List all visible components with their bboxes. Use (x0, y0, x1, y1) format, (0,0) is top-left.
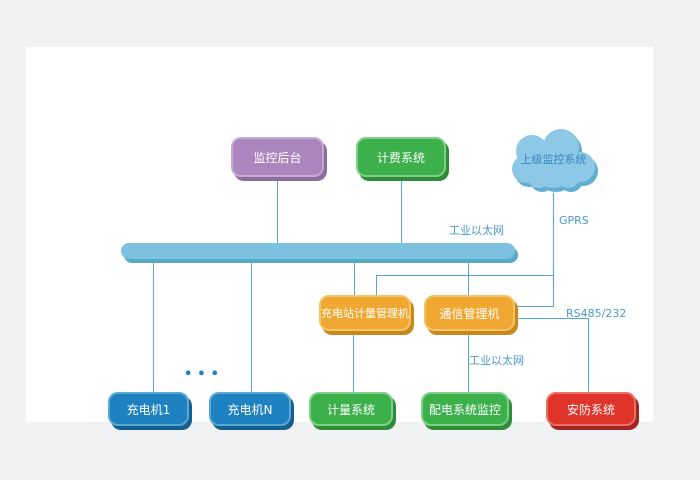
edge-bus-to-comm (468, 259, 469, 295)
node-metering-system: 计量系统 (309, 392, 393, 426)
chargers-ellipsis: ••• (184, 367, 224, 382)
ethernet-mid-label: 工业以太网 (469, 354, 524, 367)
edge-csmm-to-metering (353, 332, 354, 392)
diagram-panel: 工业以太网 GPRS RS485/232 工业以太网 ••• (26, 47, 653, 426)
node-charger-1: 充电机1 (108, 392, 189, 426)
node-distribution-monitoring: 配电系统监控 (421, 392, 509, 426)
edge-bus-to-charger1 (153, 259, 154, 392)
node-label: 安防系统 (566, 402, 615, 417)
node-label: 充电机1 (126, 402, 171, 417)
edge-cloud-gprs (553, 193, 554, 307)
edge-bus-to-csmm (354, 259, 355, 295)
gprs-label: GPRS (559, 214, 589, 227)
edge-backend-to-bus (277, 179, 278, 243)
edge-gprs-branch-v (376, 275, 377, 295)
edge-rs485-to-security (588, 318, 589, 392)
node-label: 充电站计量管理机 (321, 307, 409, 320)
industrial-ethernet-bus (121, 243, 515, 259)
edge-billing-to-bus (401, 179, 402, 243)
node-label: 计费系统 (376, 150, 425, 165)
edge-comm-to-gprs (515, 306, 554, 307)
rs485-label: RS485/232 (566, 307, 627, 320)
node-charging-station-metering-manager: 充电站计量管理机 (319, 295, 411, 331)
cloud-icon (512, 129, 598, 192)
node-label: 计量系统 (326, 402, 375, 417)
node-monitoring-backend: 监控后台 (231, 137, 324, 177)
node-charger-n: 充电机N (209, 392, 291, 426)
bus-label: 工业以太网 (449, 224, 504, 237)
upper-monitoring-cloud: 上级监控系统 (506, 121, 601, 197)
node-security-system: 安防系统 (546, 392, 636, 426)
node-label: 配电系统监控 (428, 402, 501, 417)
cloud-node-label: 上级监控系统 (520, 153, 587, 166)
node-label: 通信管理机 (439, 306, 500, 321)
node-billing-system: 计费系统 (356, 137, 446, 177)
edge-comm-to-distrib (468, 332, 469, 392)
node-communication-manager: 通信管理机 (424, 295, 515, 331)
edge-comm-rs485-h (515, 318, 589, 319)
node-label: 监控后台 (253, 150, 302, 165)
edge-gprs-branch-h (376, 275, 554, 276)
node-label: 充电机N (227, 402, 273, 417)
edge-bus-to-chargern (251, 259, 252, 392)
